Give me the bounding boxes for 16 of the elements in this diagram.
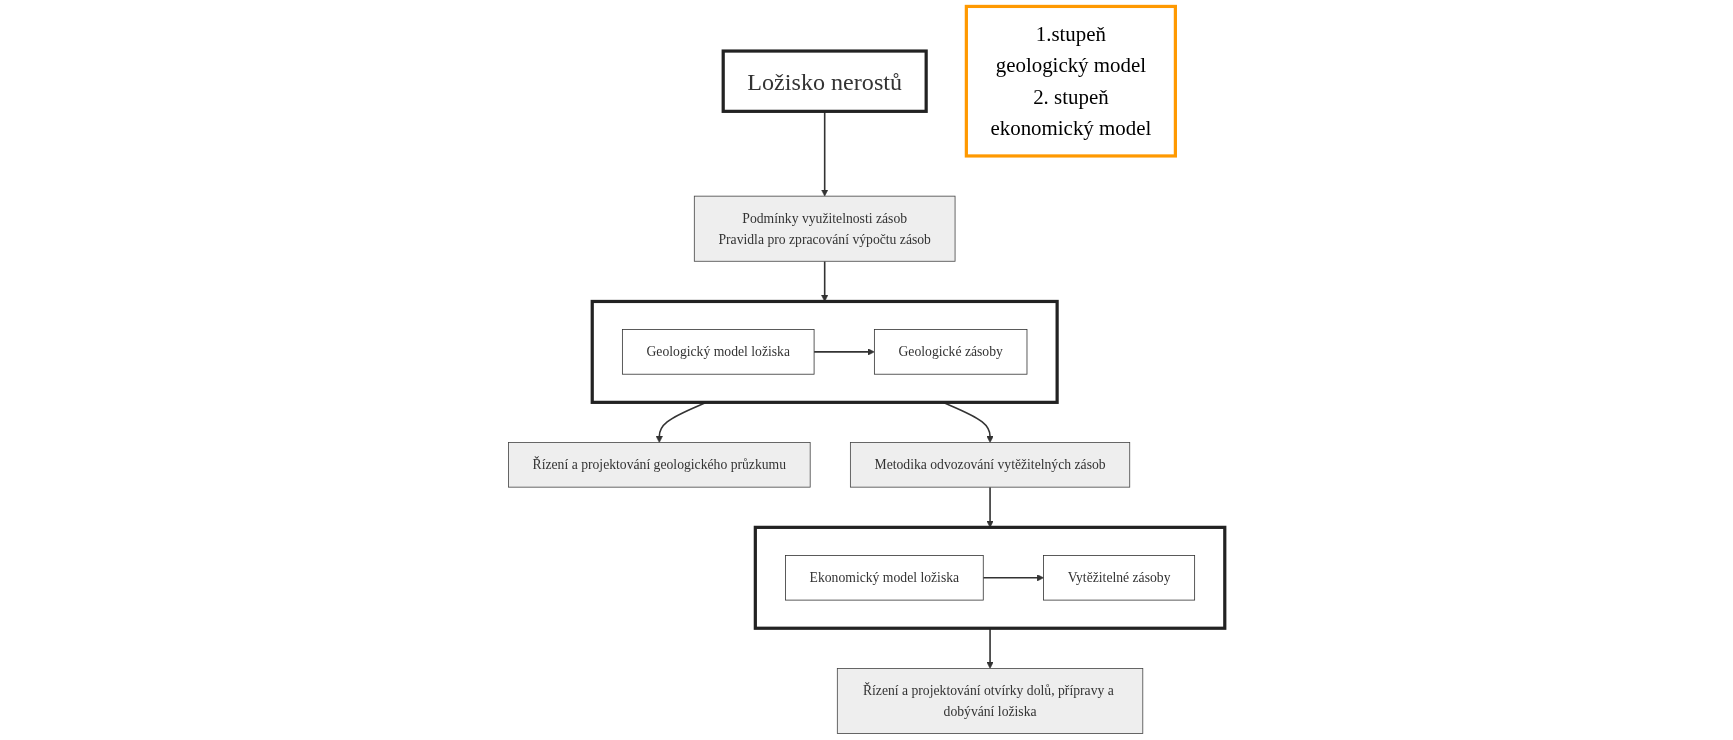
node-box: Geologické zásoby <box>873 329 1028 375</box>
node-box: Geologický model ložiska <box>621 329 815 375</box>
cluster <box>753 525 1227 630</box>
arrow <box>813 348 875 356</box>
node-box: Ekonomický model ložiska <box>784 555 984 601</box>
node-box: Vytěžitelné zásoby <box>1043 555 1195 601</box>
cluster <box>590 299 1059 404</box>
node-box: Řízení a projektování otvírky dolů, přípravy a dobývání ložiska <box>836 668 1144 734</box>
arrow <box>982 574 1044 582</box>
arrow <box>986 486 994 528</box>
node-box: Metodika odvozování vytěžitelných zásob <box>849 442 1130 488</box>
node-box: 1.stupeň geologický model 2. stupeň ekonomický model <box>964 4 1177 158</box>
arrow <box>821 260 829 302</box>
node-box: Podmínky využitelnosti zásob Pravidla pro zpracování výpočtu zásob <box>693 195 956 262</box>
node-box: Řízení a projektování geologického průzkumu <box>507 442 811 488</box>
node-box: Ložisko nerostů <box>721 49 928 113</box>
